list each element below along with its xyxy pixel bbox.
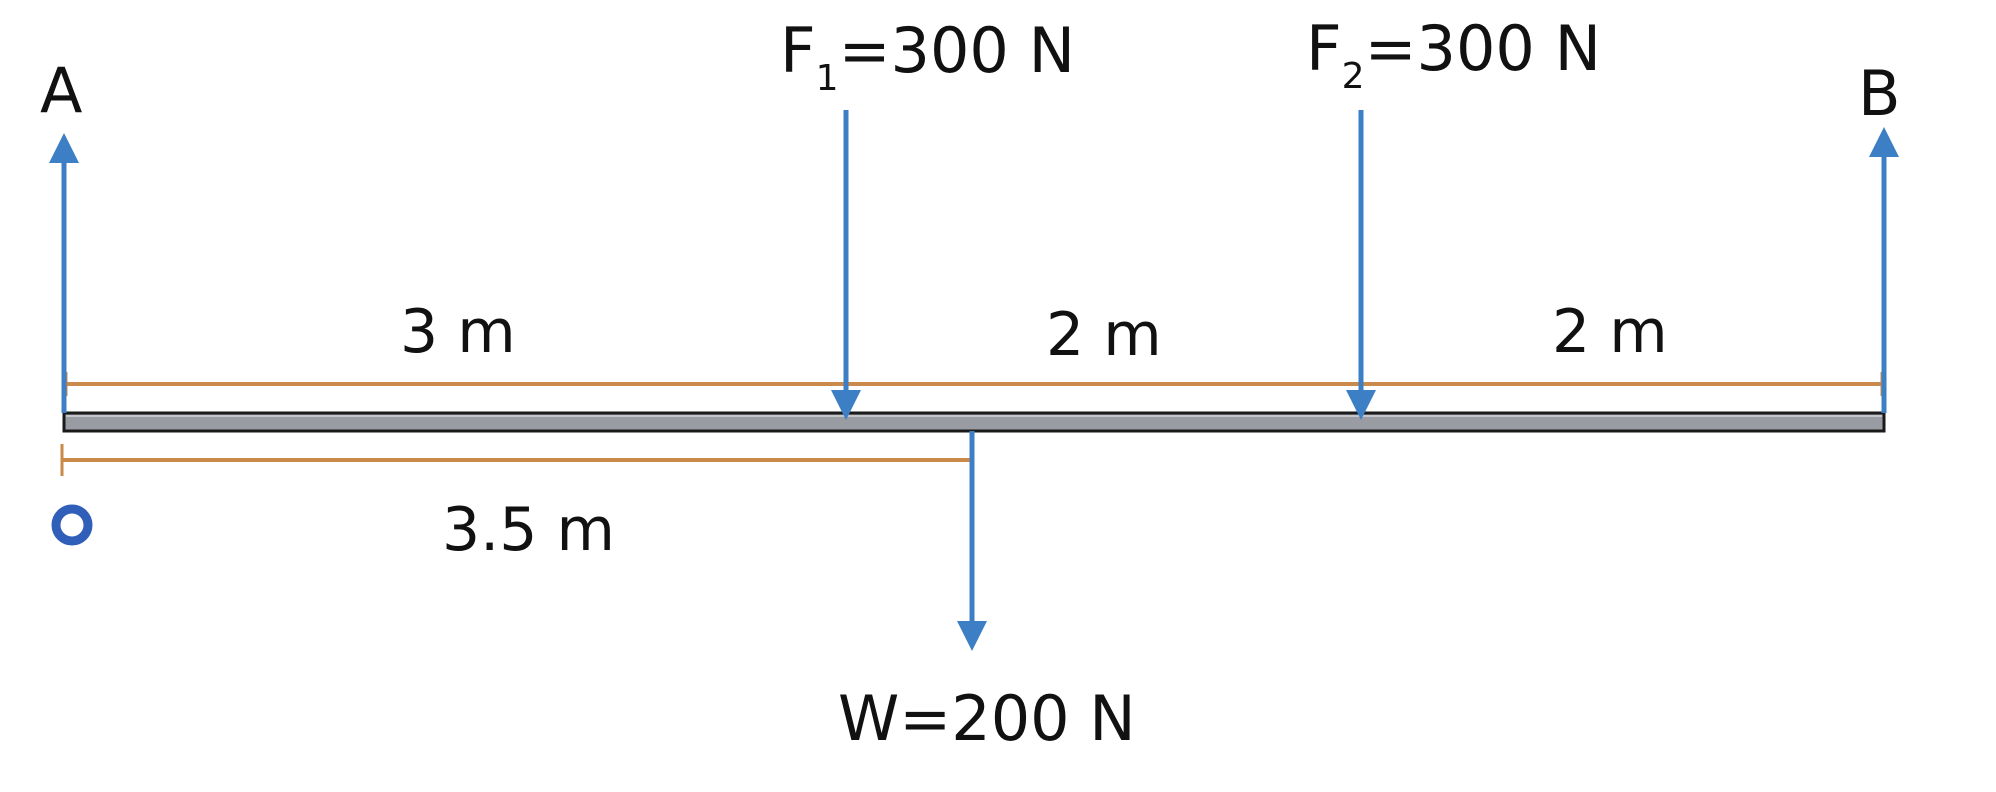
origin-marker: [51, 504, 93, 546]
weight-offset-length: 3.5 m: [442, 495, 615, 565]
support-b-label: B: [1858, 57, 1901, 130]
f2-label: F2=300 N: [1306, 12, 1601, 97]
f1-label: F1=300 N: [780, 14, 1075, 99]
upper-dimension-line: [64, 372, 1884, 396]
support-a-label: A: [40, 54, 82, 127]
segment-3-length: 2 m: [1552, 297, 1668, 367]
weight-offset-dimension-line: [60, 444, 972, 476]
segment-2-length: 2 m: [1046, 300, 1162, 370]
weight-label: W=200 N: [838, 682, 1136, 755]
segment-1-length: 3 m: [400, 297, 516, 367]
